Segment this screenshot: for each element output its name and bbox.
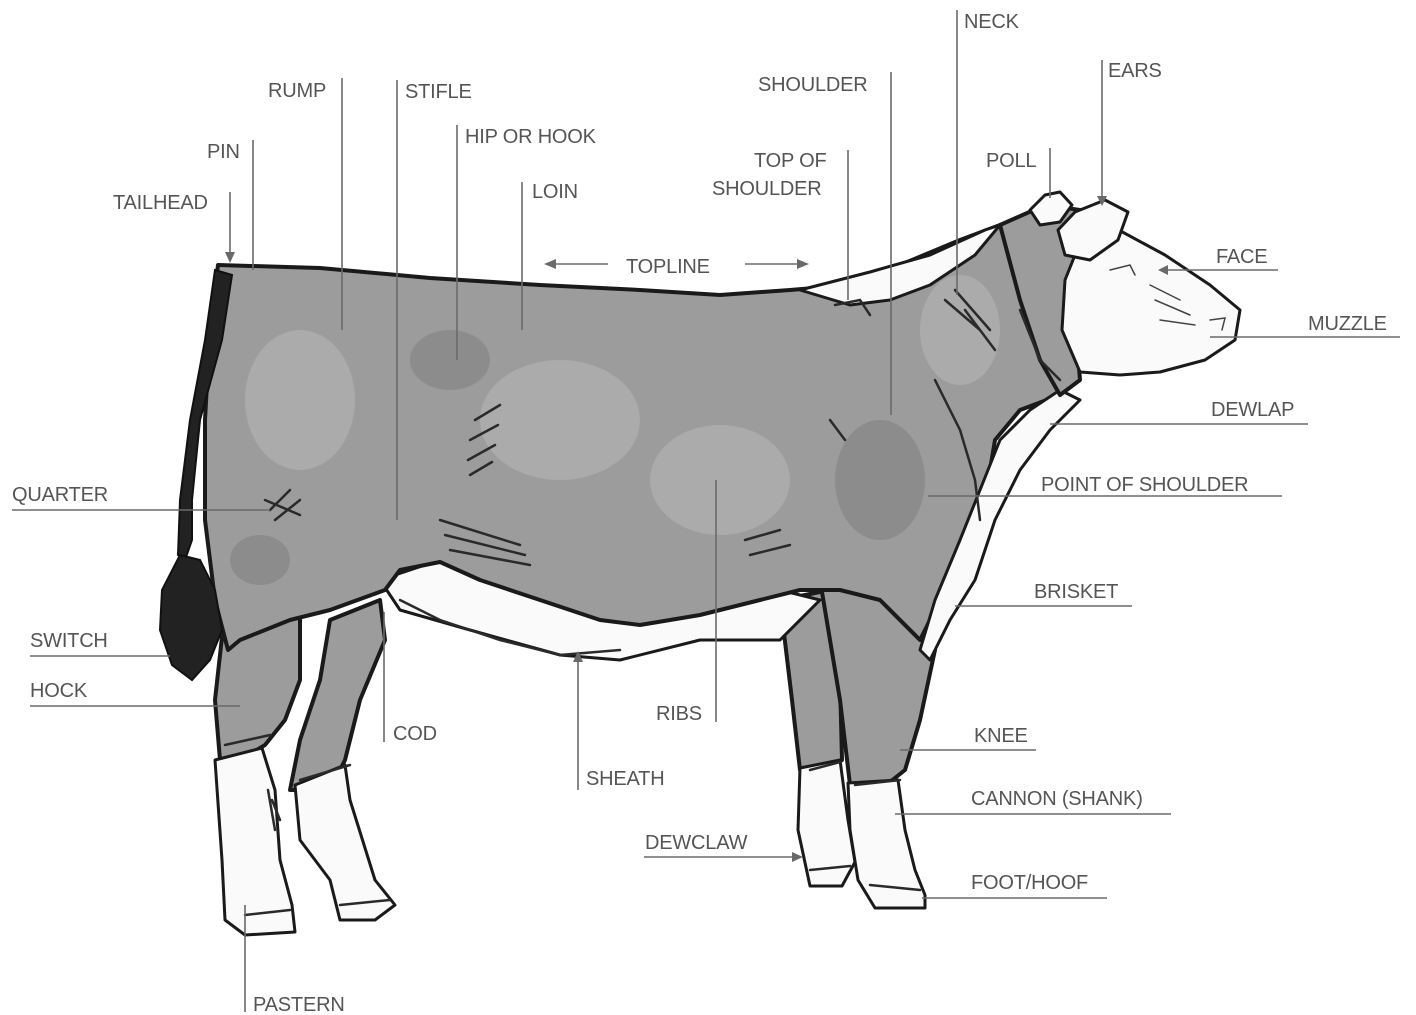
label-top-of-shoulder-line1: TOP OF bbox=[754, 150, 827, 172]
label-foot-hoof: FOOT/HOOF bbox=[971, 872, 1088, 894]
body-texture bbox=[410, 330, 490, 390]
label-sheath: SHEATH bbox=[586, 768, 664, 790]
label-rump: RUMP bbox=[268, 80, 326, 102]
label-shoulder: SHOULDER bbox=[758, 74, 868, 96]
body-texture bbox=[245, 330, 355, 470]
label-face: FACE bbox=[1216, 246, 1267, 268]
label-knee: KNEE bbox=[974, 725, 1028, 747]
label-ears: EARS bbox=[1108, 60, 1162, 82]
label-brisket: BRISKET bbox=[1034, 581, 1118, 603]
label-quarter: QUARTER bbox=[12, 484, 108, 506]
cattle-illustration bbox=[160, 192, 1240, 935]
body-texture bbox=[835, 420, 925, 540]
label-switch: SWITCH bbox=[30, 630, 108, 652]
far-hind-leg bbox=[290, 600, 385, 790]
label-cod: COD bbox=[393, 723, 437, 745]
label-hock: HOCK bbox=[30, 680, 88, 702]
label-loin: LOIN bbox=[532, 181, 578, 203]
label-hip-or-hook: HIP OR HOOK bbox=[465, 126, 597, 148]
near-hind-leg-white bbox=[215, 748, 295, 935]
label-pastern: PASTERN bbox=[253, 994, 345, 1015]
label-top-of-shoulder-line2: SHOULDER bbox=[712, 178, 822, 200]
body-texture bbox=[650, 425, 790, 535]
body-texture bbox=[230, 535, 290, 585]
label-stifle: STIFLE bbox=[405, 81, 472, 103]
label-neck: NECK bbox=[964, 11, 1020, 33]
label-tailhead: TAILHEAD bbox=[113, 192, 208, 214]
body-texture bbox=[480, 360, 640, 480]
body-texture bbox=[920, 275, 1000, 385]
arrow-tailhead bbox=[225, 252, 235, 263]
label-pin: PIN bbox=[207, 141, 240, 163]
label-dewclaw: DEWCLAW bbox=[645, 832, 748, 854]
arrow-topline-left bbox=[544, 259, 556, 269]
label-point-of-shoulder: POINT OF SHOULDER bbox=[1041, 474, 1248, 496]
label-cannon: CANNON (SHANK) bbox=[971, 788, 1143, 810]
label-poll: POLL bbox=[986, 150, 1036, 172]
far-hind-leg-white bbox=[295, 765, 395, 920]
label-muzzle: MUZZLE bbox=[1308, 313, 1387, 335]
label-ribs: RIBS bbox=[656, 703, 702, 725]
label-dewlap: DEWLAP bbox=[1211, 399, 1294, 421]
label-topline: TOPLINE bbox=[626, 256, 710, 278]
arrow-dewclaw bbox=[792, 852, 803, 862]
arrow-topline-right bbox=[797, 259, 809, 269]
